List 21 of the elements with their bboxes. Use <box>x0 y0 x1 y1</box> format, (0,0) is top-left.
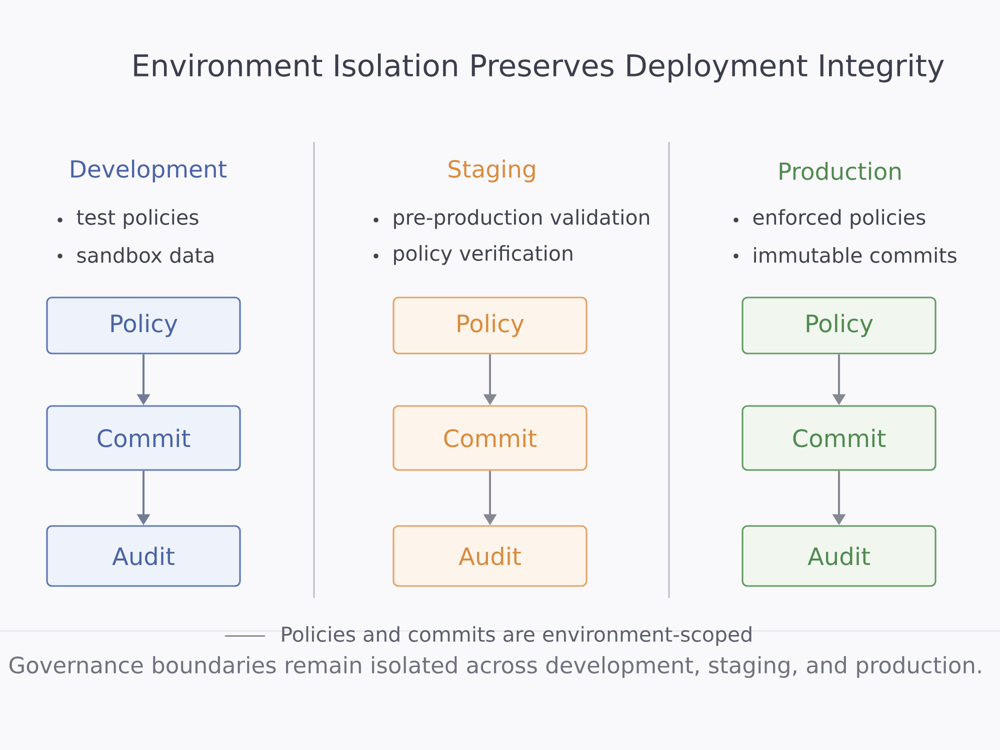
process-box: Commit <box>46 405 241 471</box>
bullet-text: immutable commits <box>754 247 956 263</box>
process-box: Commit <box>392 405 588 471</box>
title: Environment Isolation Preserves Deployment Integrity <box>134 54 944 83</box>
process-box: Policy <box>742 296 936 354</box>
bullet-text: pre-production validation <box>394 209 650 229</box>
process-box: Audit <box>742 525 936 587</box>
process-box: Audit <box>392 525 588 587</box>
bullet-text: policy verification <box>394 245 572 265</box>
bullet-text: enforced policies <box>753 209 926 229</box>
legend-text: Policies and commits are environment-scoped <box>282 626 752 646</box>
column-heading: Development <box>71 160 227 182</box>
process-box: Audit <box>46 525 241 587</box>
process-box: Policy <box>46 296 241 354</box>
bullet-text: sandbox data <box>77 247 214 263</box>
bullet-text: test policies <box>76 209 198 229</box>
process-box: Commit <box>742 405 936 471</box>
column-heading: Staging <box>448 160 535 182</box>
process-box: Policy <box>392 296 588 354</box>
column-heading: Production <box>780 162 901 180</box>
caption: Governance boundaries remain isolated across development, staging, and production. <box>9 656 981 678</box>
